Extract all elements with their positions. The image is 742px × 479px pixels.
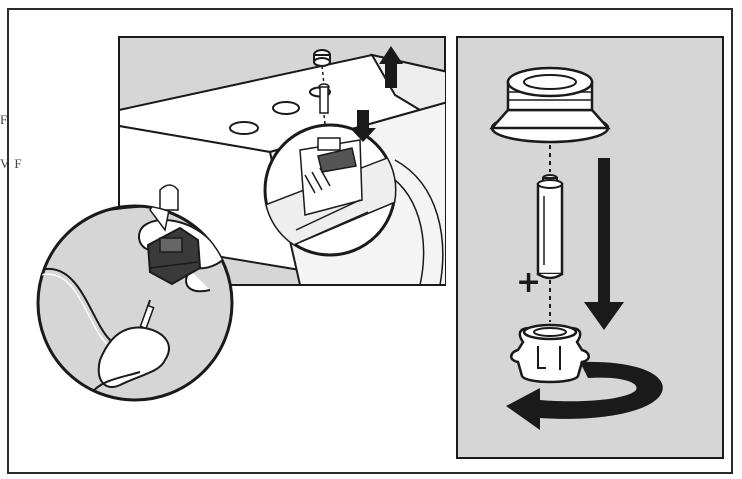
rotate-arrow-icon: [506, 361, 663, 430]
arrow-down-small-icon: [350, 110, 376, 142]
plus-polarity-icon: +: [516, 265, 541, 300]
top-hole-2: [272, 101, 300, 115]
screw-cap-icon: [489, 66, 611, 144]
magnified-compartment: [263, 110, 397, 257]
hands-connecting-wire: [36, 204, 234, 402]
cap-icon: [313, 49, 331, 67]
rod-battery-icon: [318, 83, 330, 114]
top-hole-1: [229, 121, 259, 135]
battery-icon: [536, 174, 564, 280]
battery-insert-panel: +: [456, 36, 724, 459]
arrow-up-icon: [379, 46, 403, 88]
cropped-text-1: F: [0, 112, 9, 127]
cropped-text-2: V F: [0, 156, 23, 171]
arrow-down-icon: [584, 158, 624, 330]
battery-holder-icon: [510, 323, 590, 384]
appliance-panel: [118, 36, 446, 286]
